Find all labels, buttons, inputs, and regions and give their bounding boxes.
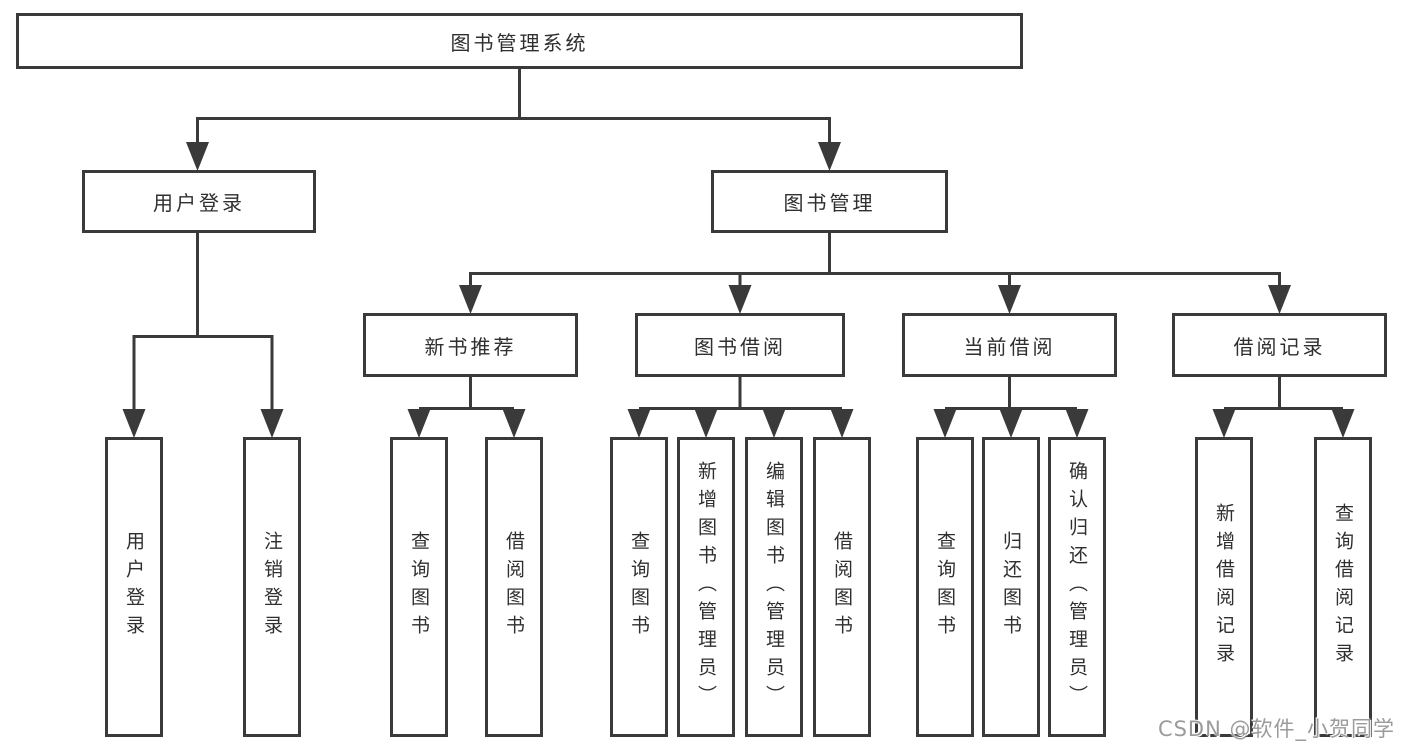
node-current-borrowing: 当前借阅: [902, 313, 1117, 377]
node-borrow-books-leaf: 借阅图书: [813, 437, 871, 737]
node-user-login-leaf: 用户登录: [105, 437, 163, 737]
node-edit-book-admin: 编辑图书（管理员）: [745, 437, 803, 737]
arrowhead-icon: [407, 409, 431, 438]
connector-new-book-branch: [419, 377, 514, 410]
node-borrowing-records: 借阅记录: [1172, 313, 1387, 377]
node-user-login: 用户登录: [82, 170, 316, 233]
node-add-borrow-record: 新增借阅记录: [1195, 437, 1253, 737]
node-return-books: 归还图书: [982, 437, 1040, 737]
arrowhead-icon: [762, 409, 786, 438]
arrowhead-icon: [998, 285, 1021, 314]
arrowhead-icon: [999, 409, 1023, 438]
node-book-borrowing: 图书借阅: [635, 313, 845, 377]
node-borrow-books-recommend: 借阅图书: [485, 437, 543, 737]
connector-book-management-branch: [469, 233, 1281, 288]
connector-borrowing-records-branch: [1224, 377, 1343, 410]
node-new-book-recommend: 新书推荐: [363, 313, 578, 377]
arrowhead-icon: [694, 409, 718, 438]
arrowhead-icon: [830, 409, 854, 438]
arrowhead-icon: [1268, 285, 1291, 314]
connector-user-login-branch: [132, 233, 274, 412]
connector-book-borrowing-branch: [639, 377, 842, 410]
node-query-books-borrowing: 查询图书: [610, 437, 668, 737]
connector-root-to-level2: [196, 69, 831, 145]
node-logout: 注销登录: [243, 437, 301, 737]
arrowhead-icon: [459, 285, 482, 314]
connector-current-borrowing-branch: [945, 377, 1077, 410]
arrowhead-icon: [260, 409, 284, 438]
arrowhead-icon: [627, 409, 651, 438]
arrowhead-icon: [1212, 409, 1236, 438]
node-query-books-current: 查询图书: [916, 437, 974, 737]
node-query-borrow-record: 查询借阅记录: [1314, 437, 1372, 737]
csdn-watermark: CSDN @软件_小贺同学: [1157, 717, 1395, 741]
arrowhead-icon: [1331, 409, 1355, 438]
arrowhead-icon: [502, 409, 526, 438]
arrowhead-icon: [728, 285, 752, 314]
node-confirm-return-admin: 确认归还（管理员）: [1048, 437, 1106, 737]
arrowhead-icon: [122, 409, 146, 438]
node-query-books-recommend: 查询图书: [390, 437, 448, 737]
node-add-book-admin: 新增图书（管理员）: [677, 437, 735, 737]
node-root: 图书管理系统: [16, 13, 1023, 69]
arrowhead-icon: [933, 409, 957, 438]
arrowhead-icon: [186, 142, 209, 171]
arrowheads: [122, 142, 1355, 438]
arrowhead-icon: [1065, 409, 1089, 438]
arrowhead-icon: [818, 142, 841, 171]
node-book-management: 图书管理: [711, 170, 948, 233]
